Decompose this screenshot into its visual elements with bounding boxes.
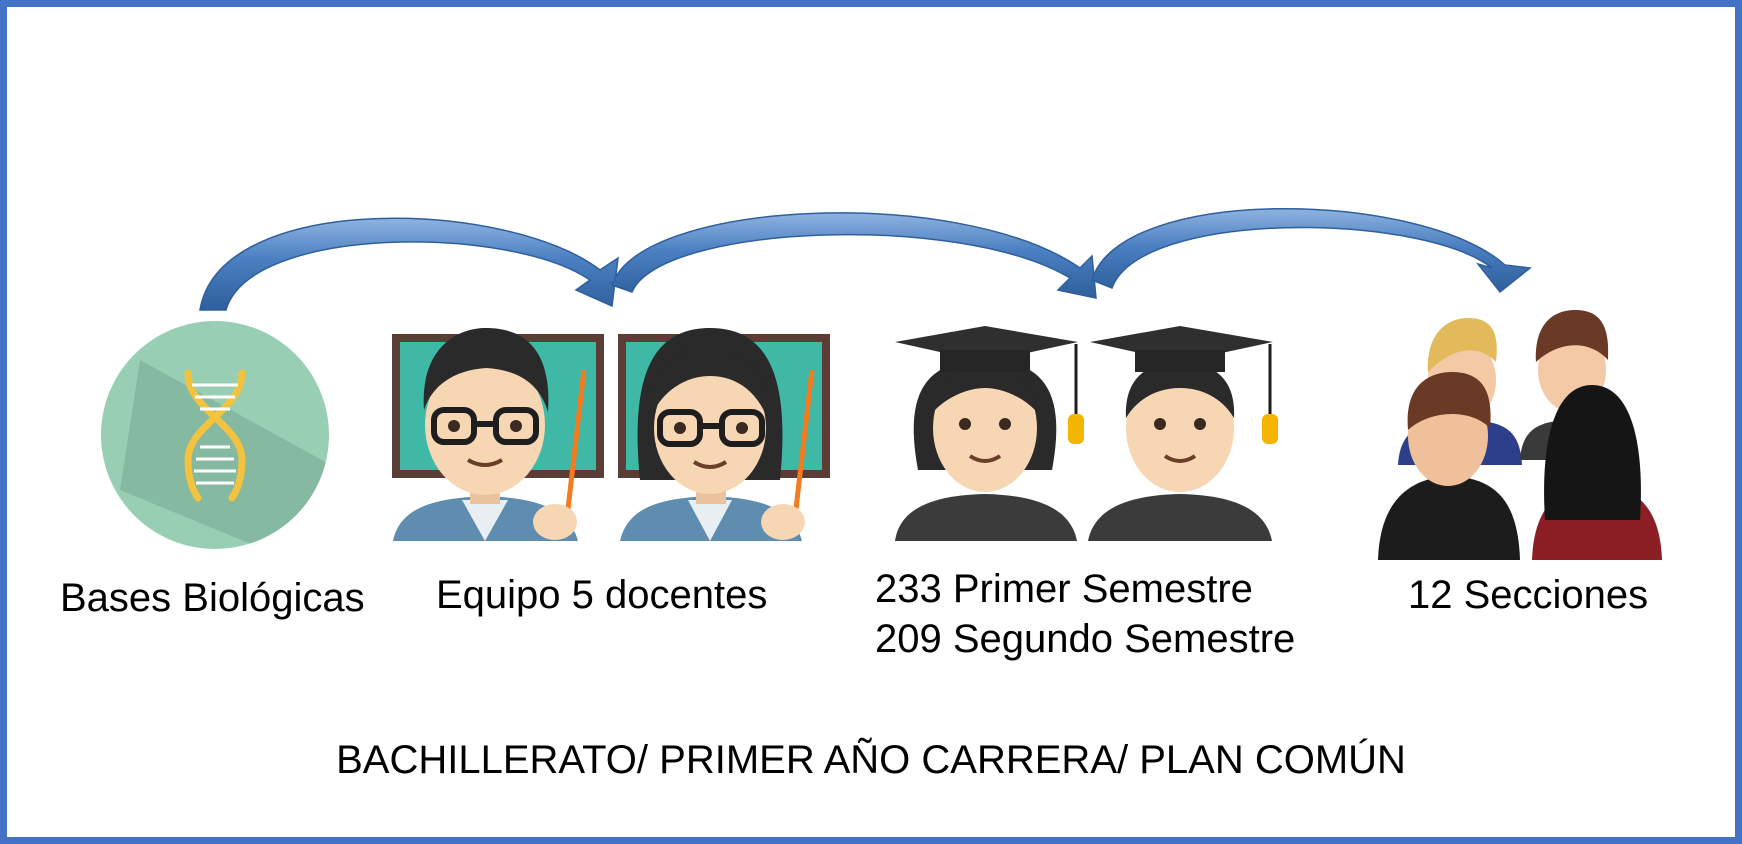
- teachers-icon: [392, 328, 830, 541]
- graduate-man-icon: [1088, 326, 1278, 541]
- person-front-right-icon: [1532, 385, 1662, 560]
- node-label-docentes: Equipo 5 docentes: [436, 573, 768, 617]
- teacher-man-icon: [392, 328, 604, 541]
- arrow-docentes-to-students: [611, 212, 1097, 299]
- node-label-secciones: 12 Secciones: [1408, 573, 1649, 617]
- dna-circle-icon: [101, 321, 329, 549]
- node-label-students-line2: 209 Segundo Semestre: [875, 617, 1296, 661]
- footer-caption: BACHILLERATO/ PRIMER AÑO CARRERA/ PLAN C…: [336, 738, 1406, 782]
- arrow-students-to-secciones: [1091, 207, 1532, 294]
- graduates-icon: [895, 326, 1278, 541]
- person-front-left-icon: [1378, 372, 1520, 560]
- graduate-woman-icon: [895, 326, 1084, 541]
- node-label-bases: Bases Biológicas: [60, 576, 365, 620]
- group-people-icon: [1378, 310, 1662, 560]
- teacher-woman-icon: [618, 328, 830, 541]
- node-label-students-line1: 233 Primer Semestre: [875, 567, 1253, 611]
- arrow-bases-to-docentes: [199, 217, 619, 311]
